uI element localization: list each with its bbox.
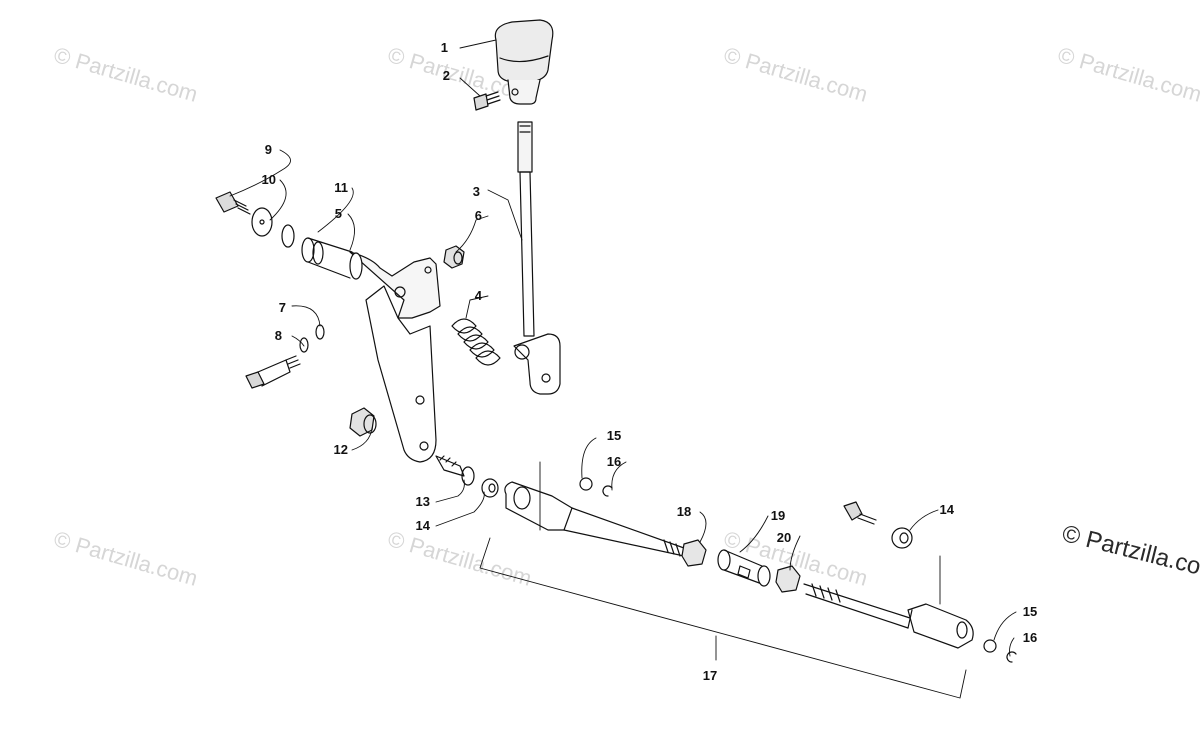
spring (451, 318, 501, 366)
assembly-bracket-17 (479, 461, 967, 699)
callout-4: 4 (475, 288, 483, 303)
shift-lever (513, 121, 561, 395)
callout-6: 6 (475, 208, 482, 223)
bolt-washer-oring (215, 191, 295, 248)
callout-16: 16 (1023, 630, 1037, 645)
washer-15 (983, 639, 997, 653)
clevis-right (803, 583, 974, 649)
washer (481, 478, 499, 498)
nut (443, 245, 465, 269)
callout-9: 9 (265, 142, 272, 157)
callout-15: 15 (1023, 604, 1037, 619)
washer (891, 527, 913, 549)
callout-5: 5 (335, 206, 342, 221)
pivot-bracket (301, 237, 441, 463)
callout-14: 14 (940, 502, 955, 517)
callout-16: 16 (607, 454, 621, 469)
callout-19: 19 (771, 508, 785, 523)
callout-18: 18 (677, 504, 691, 519)
clevis-left (504, 481, 685, 557)
nut-20 (775, 565, 801, 593)
washer-15 (579, 477, 593, 491)
washer-and-bolt (245, 324, 325, 389)
nut-18 (681, 539, 707, 567)
callout-1: 1 (441, 40, 448, 55)
set-screw (473, 91, 501, 111)
callout-2: 2 (443, 68, 450, 83)
flange-bolt (843, 501, 877, 525)
callout-11: 11 (334, 180, 348, 195)
clip-16 (602, 485, 613, 497)
callout-20: 20 (777, 530, 791, 545)
callout-12: 12 (334, 442, 348, 457)
shift-knob (494, 19, 554, 105)
callout-15: 15 (607, 428, 621, 443)
clip-16 (1006, 651, 1017, 663)
callout-3: 3 (473, 184, 480, 199)
sleeve (717, 549, 771, 587)
callout-14: 14 (416, 518, 431, 533)
callout-17: 17 (703, 668, 717, 683)
callout-8: 8 (275, 328, 282, 343)
callout-7: 7 (279, 300, 286, 315)
nut-12 (349, 407, 377, 437)
leader-lines (229, 39, 1017, 657)
callout-10: 10 (262, 172, 276, 187)
ball-stud (435, 455, 475, 486)
callout-13: 13 (416, 494, 430, 509)
